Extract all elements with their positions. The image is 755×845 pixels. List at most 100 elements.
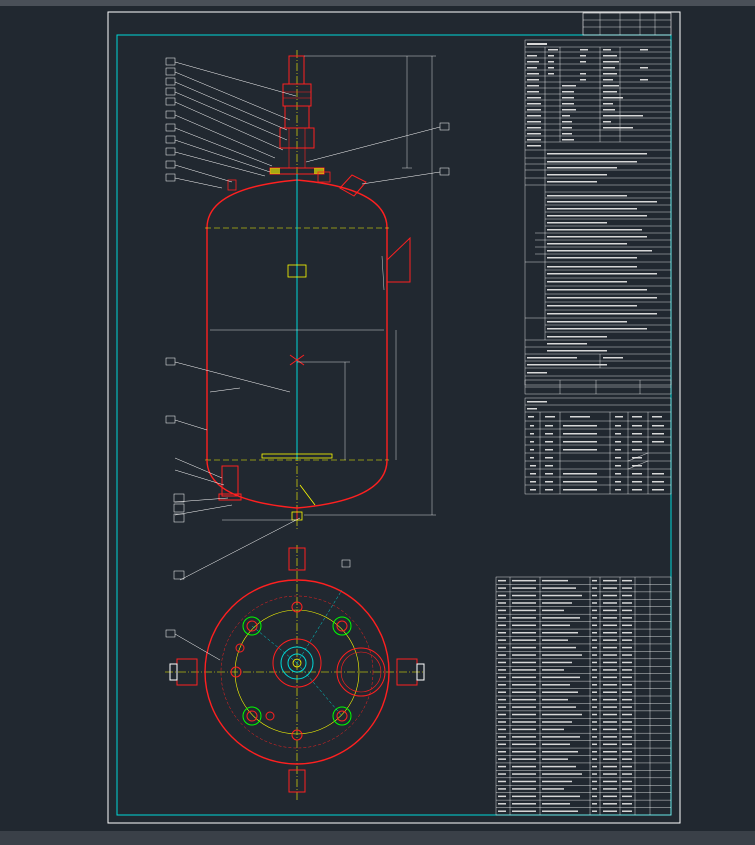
bom-cell-mark (542, 684, 570, 686)
bom-cell-mark (622, 624, 632, 627)
bom-cell-mark (603, 810, 617, 812)
bom-cell-mark (592, 669, 597, 671)
bom-cell-mark (542, 654, 582, 656)
bom-cell-mark (622, 698, 632, 701)
bom-cell-mark (512, 706, 536, 708)
bom-cell-mark (592, 631, 597, 634)
bom-cell-mark (542, 788, 564, 790)
bom-cell-mark (622, 765, 632, 768)
bom-cell-mark (603, 631, 617, 634)
bom-cell-mark (542, 795, 580, 798)
bom-cell-mark (498, 810, 506, 812)
bom-cell-mark (603, 669, 617, 671)
bom-cell-mark (542, 676, 580, 679)
bom-cell-mark (622, 669, 632, 671)
plan-lugs (169, 547, 425, 793)
bom-cell-mark (512, 721, 536, 723)
bom-cell-mark (542, 579, 568, 582)
design-data-table (524, 379, 672, 395)
bom-cell-mark (512, 579, 536, 582)
bom-cell-mark (592, 646, 597, 649)
bom-cell-mark (622, 773, 632, 775)
bom-cell-mark (512, 773, 536, 775)
bom-cell-mark (542, 765, 576, 768)
bom-cell-mark (603, 661, 617, 664)
bom-cell-mark (498, 698, 506, 701)
bom-cell-mark (592, 587, 597, 589)
bom-cell-mark (498, 765, 506, 768)
title-block (582, 12, 672, 36)
bom-cell-mark (603, 698, 617, 701)
bom-cell-mark (592, 594, 597, 597)
bom-cell-mark (542, 691, 578, 693)
bom-cell-mark (542, 669, 564, 671)
bom-cell-mark (592, 758, 597, 760)
bom-cell-mark (542, 721, 572, 723)
bom-cell-mark (512, 669, 536, 671)
bom-cell-mark (542, 609, 564, 612)
bom-cell-mark (498, 721, 506, 723)
bom-cell-mark (622, 780, 632, 783)
top-menu-strip (0, 0, 755, 6)
bom-cell-mark (498, 587, 506, 589)
bom-cell-mark (622, 721, 632, 723)
bom-cell-mark (603, 602, 617, 604)
bom-cell-mark (512, 691, 536, 693)
bom-cell-mark (603, 773, 617, 775)
bom-cell-mark (592, 788, 597, 790)
bom-cell-mark (512, 758, 536, 760)
bom-cell-mark (592, 750, 597, 753)
bom-cell-mark (512, 624, 536, 627)
bom-cell-mark (542, 624, 570, 627)
bolt-circle (234, 609, 360, 735)
bom-cell-mark (498, 780, 506, 783)
bom-cell-mark (622, 795, 632, 798)
sheet-border (107, 11, 681, 824)
bom-cell-mark (498, 654, 506, 656)
bom-cell-mark (622, 609, 632, 612)
bom-cell-mark (512, 698, 536, 701)
bom-cell-mark (498, 706, 506, 708)
bom-cell-mark (542, 810, 578, 812)
bom-cell-mark (603, 706, 617, 708)
bom-cell-mark (542, 661, 572, 664)
spec-text-marks (527, 43, 657, 374)
bom-cell-mark (592, 579, 597, 582)
bom-cell-mark (603, 721, 617, 723)
bom-cell-mark (622, 743, 632, 746)
spec-table (524, 39, 672, 386)
bom-cell-mark (592, 661, 597, 664)
bom-cell-mark (622, 810, 632, 812)
bom-cell-mark (603, 713, 617, 716)
bom-cell-mark (542, 803, 570, 805)
bom-cell-mark (603, 736, 617, 738)
bom-cell-mark (603, 624, 617, 627)
bom-cell-mark (542, 743, 570, 746)
bom-cell-mark (622, 750, 632, 753)
bom-cell-mark (592, 713, 597, 716)
bom-cell-mark (498, 750, 506, 753)
bom-cell-mark (622, 736, 632, 738)
bom-cell-mark (622, 706, 632, 708)
bom-cell-mark (512, 654, 536, 656)
seal-housing (279, 127, 315, 149)
bom-cell-mark (603, 646, 617, 649)
bom-cell-mark (542, 587, 576, 589)
bom-cell-mark (498, 669, 506, 671)
bom-cell-mark (592, 706, 597, 708)
bom-cell-mark (622, 639, 632, 641)
bottom-outlet (221, 465, 239, 497)
bom-cell-mark (542, 758, 568, 760)
bom-cell-mark (498, 713, 506, 716)
bom-cell-mark (603, 728, 617, 731)
bom-cell-mark (622, 654, 632, 656)
bom-cell-mark (512, 728, 536, 731)
bom-cell-mark (542, 698, 568, 701)
bom-cell-mark (603, 750, 617, 753)
bom-cell-mark (498, 639, 506, 641)
bom-cell-mark (542, 773, 582, 775)
bom-cell-mark (622, 713, 632, 716)
bom-cell-mark (622, 579, 632, 582)
bom-cell-mark (622, 728, 632, 731)
